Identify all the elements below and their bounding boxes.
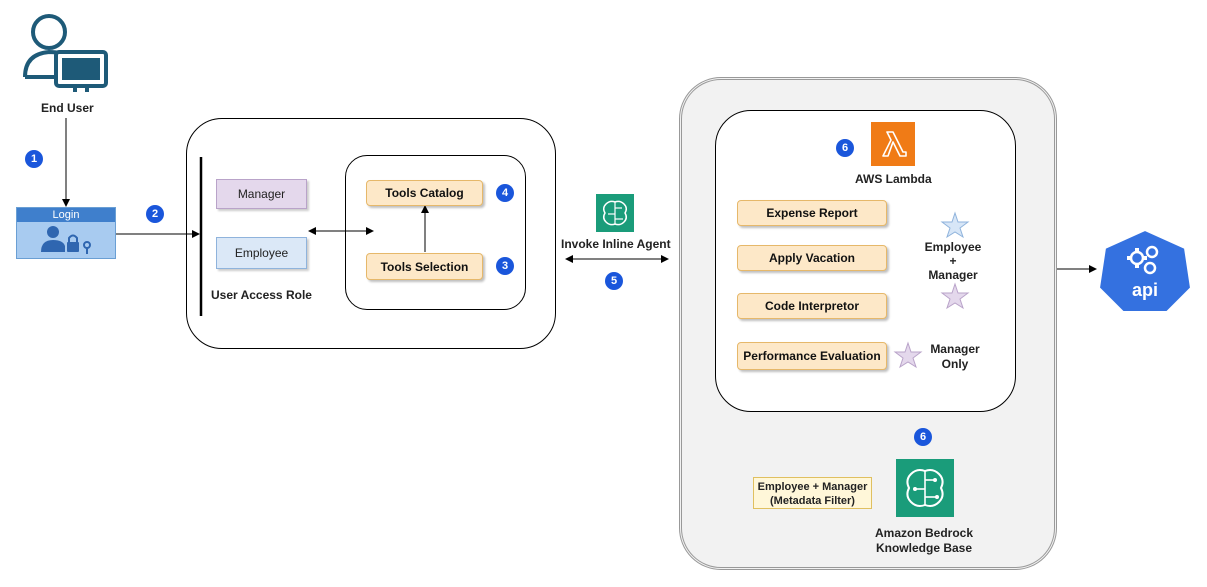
apply-vacation-tool[interactable]: Apply Vacation <box>737 245 887 271</box>
tools-selection[interactable]: Tools Selection <box>366 253 483 280</box>
mgr-only-line2: Only <box>941 357 969 371</box>
bedrock-kb-label: Amazon Bedrock Knowledge Base <box>862 526 986 556</box>
manager-star-icon <box>940 282 970 310</box>
code-interpretor-tool[interactable]: Code Interpretor <box>737 293 887 319</box>
access-container <box>186 118 556 349</box>
expense-report-tool[interactable]: Expense Report <box>737 200 887 226</box>
api-icon: api <box>1097 228 1193 314</box>
step-badge-3: 3 <box>496 257 514 275</box>
login-panel[interactable]: Login <box>16 207 116 259</box>
user-key-icon <box>41 226 91 254</box>
kb-label-line2: Knowledge Base <box>875 541 973 555</box>
end-user-icon <box>20 12 110 92</box>
inline-agent-icon <box>596 194 634 232</box>
step-badge-4: 4 <box>496 184 514 202</box>
emp-mgr-line3: Manager <box>928 268 978 282</box>
step-badge-2: 2 <box>146 205 164 223</box>
bedrock-knowledge-base-icon <box>896 459 954 517</box>
end-user-label: End User <box>41 101 94 115</box>
login-title-bar: Login <box>17 208 115 222</box>
employee-role[interactable]: Employee <box>216 237 307 269</box>
performance-evaluation-tool[interactable]: Performance Evaluation <box>737 342 887 370</box>
step-badge-6-kb: 6 <box>914 428 932 446</box>
employee-manager-label: Employee + Manager <box>922 240 984 282</box>
metadata-filter-note: Employee + Manager (Metadata Filter) <box>753 477 872 509</box>
user-access-role-label: User Access Role <box>211 288 312 302</box>
manager-only-label: Manager Only <box>926 342 984 372</box>
step-badge-1: 1 <box>25 150 43 168</box>
filter-line1: Employee + Manager <box>757 481 868 493</box>
mgr-only-line1: Manager <box>930 342 980 356</box>
aws-lambda-label: AWS Lambda <box>855 172 932 186</box>
step-badge-5: 5 <box>605 272 623 290</box>
api-label: api <box>1131 280 1158 300</box>
manager-role[interactable]: Manager <box>216 179 307 209</box>
step-badge-6-lambda: 6 <box>836 139 854 157</box>
emp-mgr-line1: Employee <box>924 240 982 254</box>
manager-only-star-icon <box>893 341 923 369</box>
kb-label-line1: Amazon Bedrock <box>874 526 974 540</box>
tools-container <box>345 155 526 310</box>
invoke-inline-agent-label: Invoke Inline Agent <box>561 237 671 251</box>
filter-line2: (Metadata Filter) <box>770 495 855 507</box>
login-label: Login <box>52 209 80 221</box>
aws-lambda-icon <box>871 122 915 166</box>
employee-star-icon <box>940 211 970 239</box>
tools-catalog[interactable]: Tools Catalog <box>366 180 483 206</box>
emp-mgr-line2: + <box>949 254 957 268</box>
